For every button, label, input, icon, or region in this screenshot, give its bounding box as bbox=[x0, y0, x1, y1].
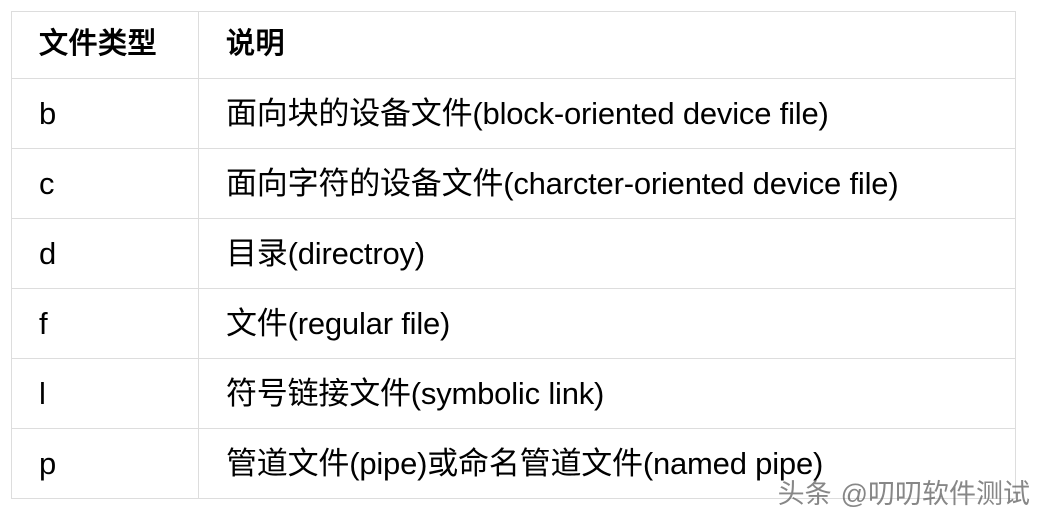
table-header-row: 文件类型 说明 bbox=[11, 11, 1016, 79]
table-row: c 面向字符的设备文件(charcter-oriented device fil… bbox=[11, 148, 1016, 219]
cell-file-type: d bbox=[11, 218, 199, 289]
table-row: d 目录(directroy) bbox=[11, 218, 1016, 289]
cell-description: 文件(regular file) bbox=[198, 288, 1016, 359]
table-row: f 文件(regular file) bbox=[11, 288, 1016, 359]
table-body: b 面向块的设备文件(block-oriented device file) c… bbox=[11, 78, 1016, 499]
cell-description: 面向字符的设备文件(charcter-oriented device file) bbox=[198, 148, 1016, 219]
cell-description: 管道文件(pipe)或命名管道文件(named pipe) bbox=[198, 428, 1016, 499]
table-row: p 管道文件(pipe)或命名管道文件(named pipe) bbox=[11, 428, 1016, 499]
cell-file-type: c bbox=[11, 148, 199, 219]
cell-file-type: l bbox=[11, 358, 199, 429]
table-header: 文件类型 说明 bbox=[11, 11, 1016, 79]
cell-file-type: f bbox=[11, 288, 199, 359]
column-header-file-type: 文件类型 bbox=[11, 11, 199, 79]
table-row: l 符号链接文件(symbolic link) bbox=[11, 358, 1016, 429]
cell-file-type: b bbox=[11, 78, 199, 149]
cell-description: 符号链接文件(symbolic link) bbox=[198, 358, 1016, 429]
table-row: b 面向块的设备文件(block-oriented device file) bbox=[11, 78, 1016, 149]
column-header-description: 说明 bbox=[198, 11, 1016, 79]
cell-description: 目录(directroy) bbox=[198, 218, 1016, 289]
cell-description: 面向块的设备文件(block-oriented device file) bbox=[198, 78, 1016, 149]
file-type-table: 文件类型 说明 b 面向块的设备文件(block-oriented device… bbox=[11, 11, 1016, 499]
cell-file-type: p bbox=[11, 428, 199, 499]
